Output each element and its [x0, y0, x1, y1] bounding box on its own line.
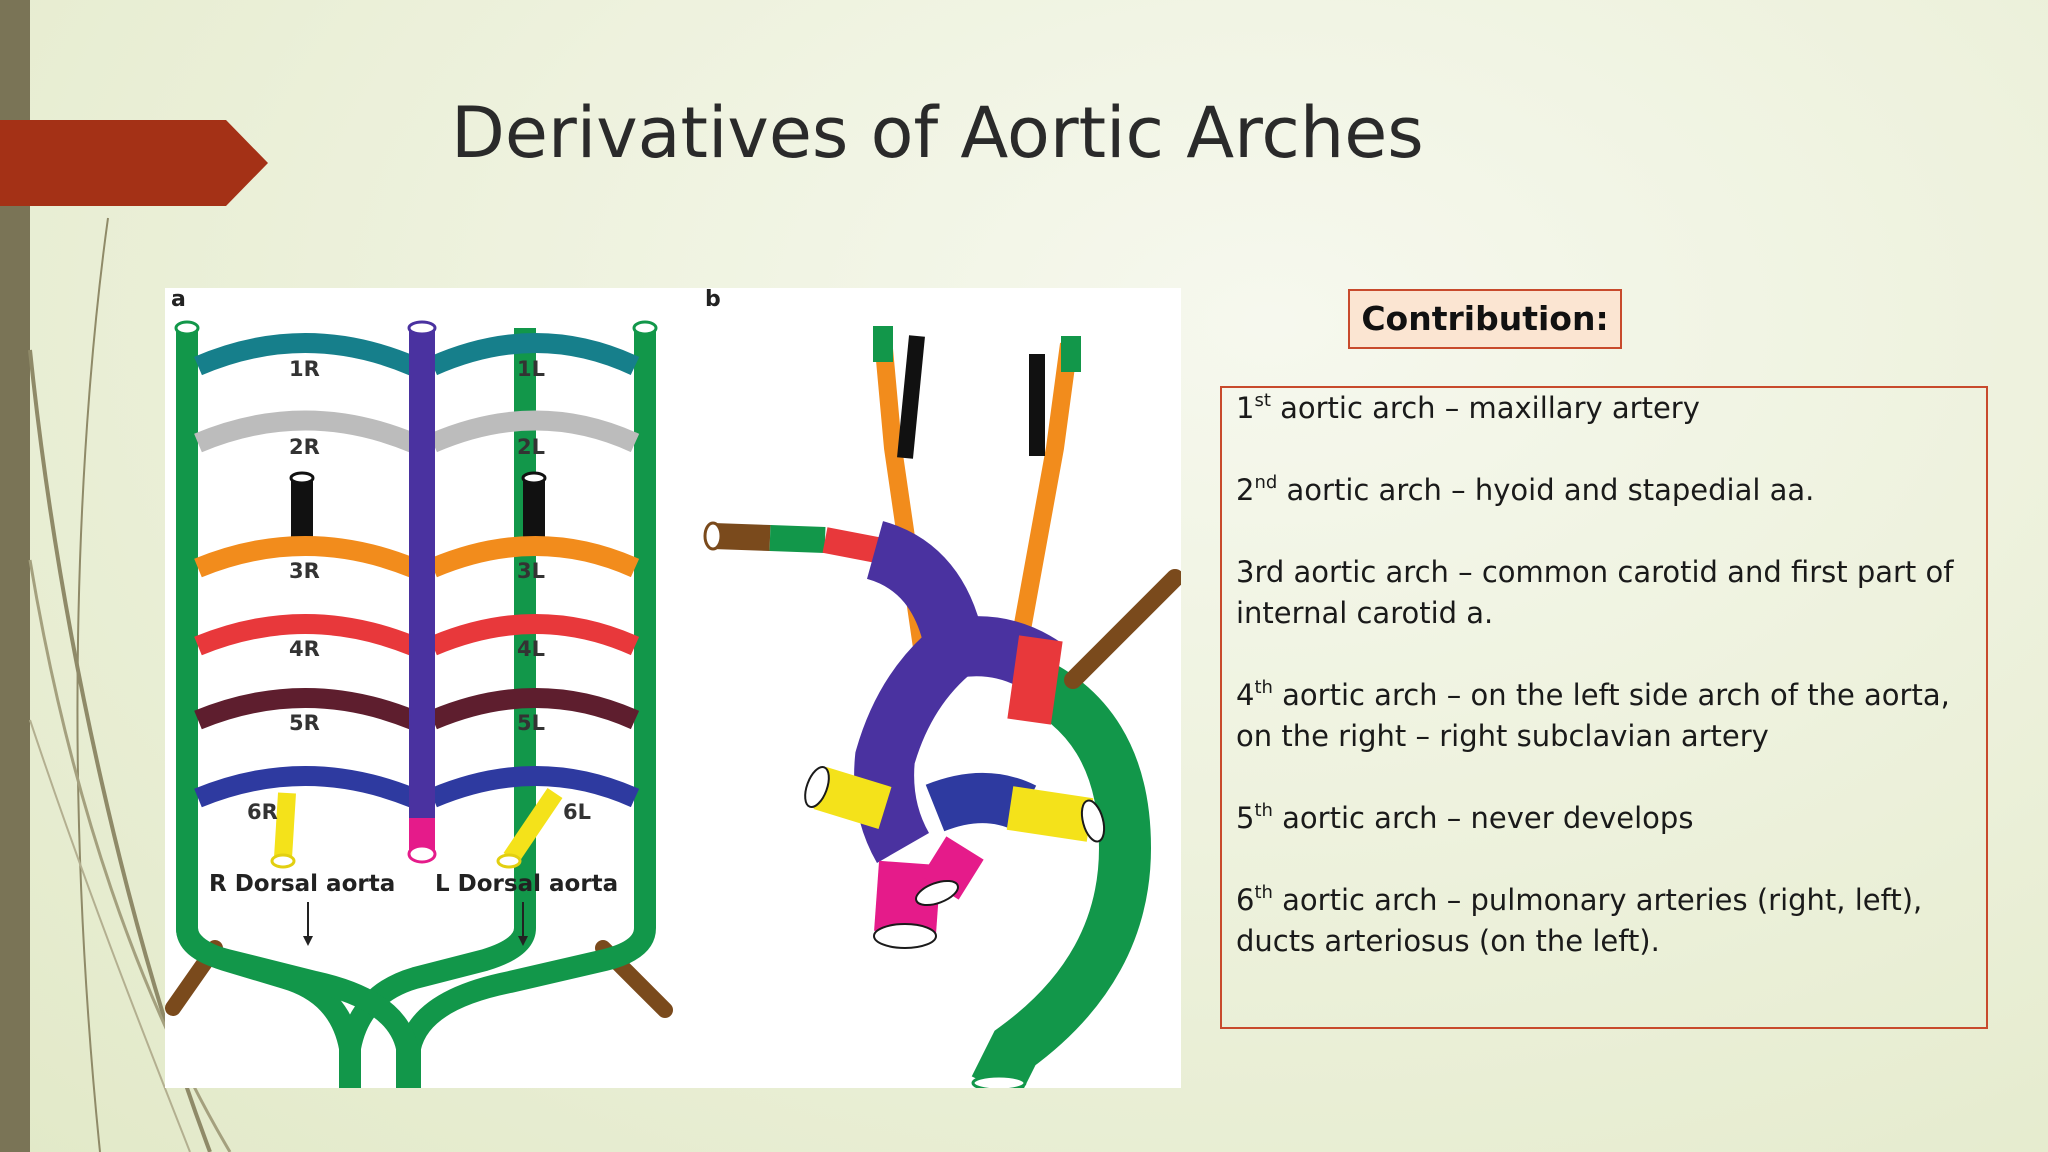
- subclavian-red: [822, 527, 880, 563]
- arch-label-6l: 6L: [563, 800, 591, 824]
- arch-4-right: [194, 614, 417, 656]
- panel-b-brown-vessel: [1064, 569, 1181, 689]
- dorsal-aorta-left: [176, 328, 418, 1088]
- arch-3-right-stub: [291, 478, 313, 538]
- subclavian-end: [703, 521, 723, 551]
- arch-label-5l: 5L: [517, 711, 545, 735]
- arch-3-right: [194, 536, 417, 578]
- panel-b-left-pulmonary-end: [1080, 799, 1106, 843]
- contribution-list: 1st aortic arch – maxillary artery 2nd a…: [1220, 386, 1988, 1029]
- arch-5-right: [194, 688, 417, 730]
- arch-2-right: [194, 410, 417, 453]
- right-dorsal-arrowhead: [303, 936, 313, 946]
- aortic-arches-figure: a b: [165, 288, 1181, 1088]
- arch-label-2l: 2L: [517, 435, 545, 459]
- descending-aorta: [971, 651, 1152, 1088]
- arch-label-1r: 1R: [289, 357, 320, 381]
- arch-3-left-stub-top: [521, 471, 547, 485]
- panel-b-right-pulmonary-end: [804, 765, 830, 809]
- right-common-carotid: [1006, 342, 1078, 670]
- arch-label-2r: 2R: [289, 435, 320, 459]
- arch-6-right: [194, 766, 417, 808]
- contribution-item-6: 6th aortic arch – pulmonary arteries (ri…: [1236, 882, 1923, 958]
- dorsal-top-right: [632, 320, 658, 336]
- arch-label-3l: 3L: [517, 559, 545, 583]
- arch-6-left-pulmonary-end: [496, 853, 522, 869]
- contribution-item-4: 4th aortic arch – on the left side arch …: [1236, 677, 1950, 753]
- title-arrow-tab: [0, 120, 268, 206]
- panel-b-left-pulmonary: [1006, 786, 1094, 842]
- arch-label-4r: 4R: [289, 637, 320, 661]
- pink-trunk-1: [874, 860, 941, 936]
- left-internal-carotid-black: [897, 335, 925, 459]
- arch-6-left-pulmonary: [503, 787, 563, 864]
- contribution-item-3: 3rd aortic arch – common carotid and fir…: [1236, 555, 1954, 630]
- arch-3-left-stub: [523, 478, 545, 538]
- panel-b-right-pulmonary: [813, 766, 892, 830]
- arch-5-left: [429, 688, 640, 730]
- left-dorsal-aorta-label: L Dorsal aorta: [435, 871, 618, 897]
- subclavian-brown: [712, 523, 771, 551]
- truncus-arteriosus: [409, 328, 435, 838]
- arch-6-right-pulmonary-end: [270, 853, 296, 869]
- subclavian-green: [769, 525, 826, 553]
- pink-trunk-2-end: [915, 879, 959, 907]
- arch-3-right-stub-top: [289, 471, 315, 485]
- right-dorsal-aorta-label: R Dorsal aorta: [209, 871, 395, 897]
- arch-1-left: [428, 333, 640, 376]
- panel-b-letter: b: [705, 288, 721, 312]
- right-carotid-green-top: [1061, 336, 1081, 372]
- contribution-item-5: 5th aortic arch – never develops: [1236, 800, 1694, 835]
- arch-6-right-pulmonary: [274, 792, 296, 859]
- truncus-top: [407, 320, 437, 336]
- contribution-label: Contribution:: [1348, 289, 1622, 349]
- dorsal-aorta-right: [399, 328, 656, 1088]
- panel-a-letter: a: [171, 288, 186, 312]
- arch-4-left: [429, 614, 640, 656]
- left-dorsal-arrowhead: [518, 936, 528, 946]
- arch-6-left: [429, 766, 640, 808]
- dorsal-top-left: [174, 320, 200, 336]
- contribution-item-1: 1st aortic arch – maxillary artery: [1236, 390, 1700, 425]
- arch-3-left: [429, 536, 640, 578]
- arch-1-right: [194, 333, 417, 376]
- left-carotid-green-top: [873, 326, 893, 362]
- arch-label-6r: 6R: [247, 800, 278, 824]
- truncus-bottom: [407, 844, 437, 864]
- arch-label-3r: 3R: [289, 559, 320, 583]
- arch-2-left: [429, 410, 640, 453]
- aortic-arch-red-segment: [1007, 635, 1063, 725]
- arch-label-5r: 5R: [289, 711, 320, 735]
- pink-trunk-1-end: [873, 923, 937, 949]
- slide-title: Derivatives of Aortic Arches: [451, 92, 1424, 174]
- descending-aorta-end: [971, 1074, 1027, 1088]
- arch-label-1l: 1L: [517, 357, 545, 381]
- arch-label-4l: 4L: [517, 637, 545, 661]
- contribution-item-2: 2nd aortic arch – hyoid and stapedial aa…: [1236, 472, 1815, 507]
